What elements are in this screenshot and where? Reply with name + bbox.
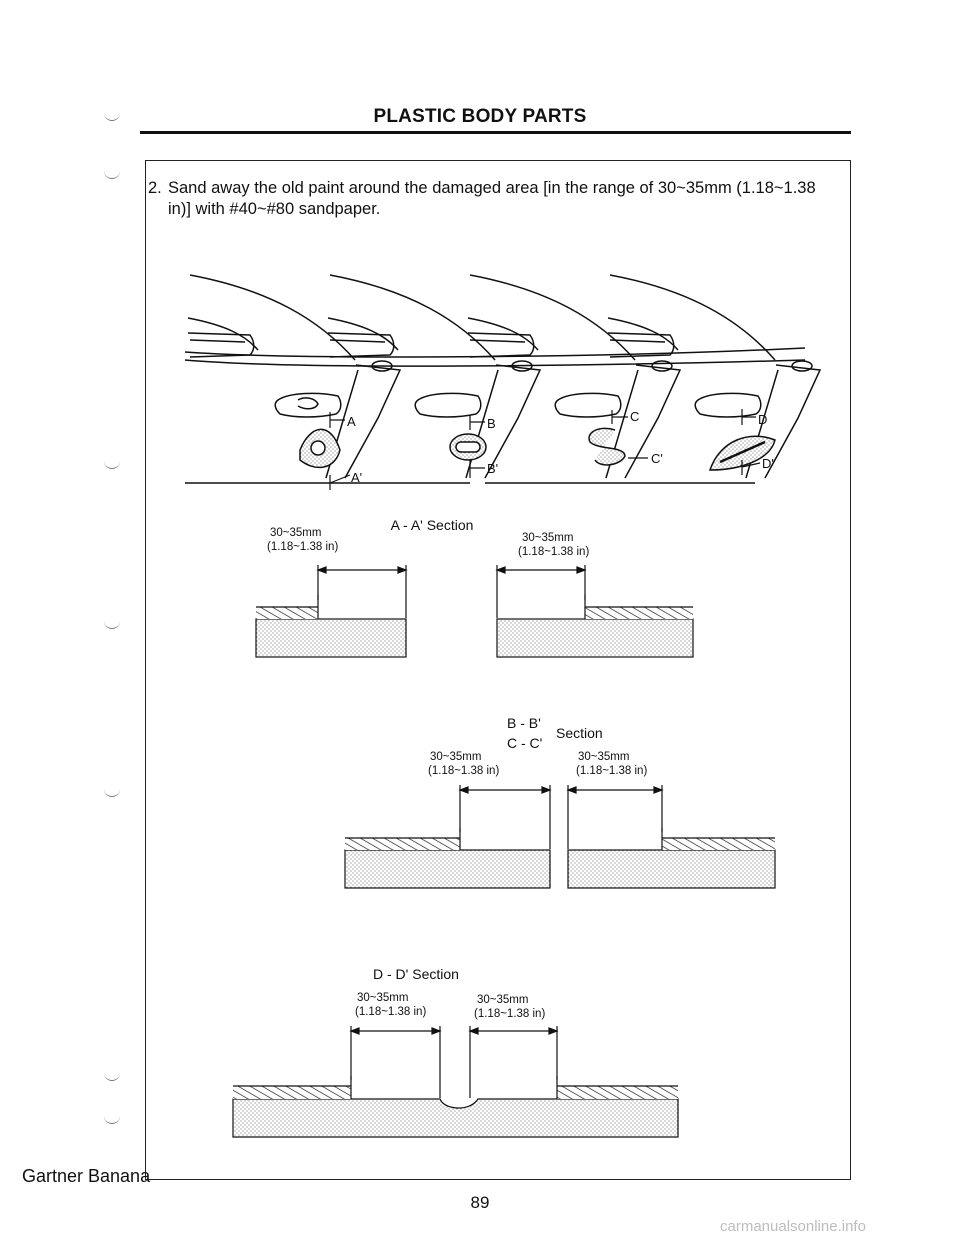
marker-b-prime: B' [487,461,498,476]
page-number: 89 [470,1193,490,1212]
marker-c-prime: C' [651,451,663,466]
instruction-step: 2. Sand away the old paint around the dam… [148,178,848,220]
section-aa-dim-right-in: (1.18~1.38 in) [518,546,589,558]
marker-d: D [758,412,767,427]
panel-d [607,274,822,479]
instruction-line-2: in)] with #40~#80 sandpaper. [168,200,381,218]
step-number: 2. [148,179,162,197]
footer-owner-label: Gartner Banana [22,1166,151,1186]
margin-tick [104,170,120,179]
watermark: carmanualsonline.info [720,1218,866,1235]
margin-tick [104,788,120,797]
section-aa-title: A - A' Section [391,517,474,533]
section-aa: A - A' Section 30~35mm (1.18~1.38 in) 30… [255,517,694,658]
marker-a: A [347,414,356,429]
section-dd-title: D - D' Section [373,966,459,982]
panel-b [327,274,542,479]
margin-tick [104,1072,120,1081]
marker-d-prime: D' [762,456,774,471]
section-bbcc-dim-right-mm: 30~35mm [578,751,629,763]
section-dd: D - D' Section 30~35mm (1.18~1.38 in) 30… [232,966,679,1138]
section-marker-labels: A A' B B' C C' D D' [347,409,774,485]
panel-a [187,274,402,479]
instruction-line-1: Sand away the old paint around the damag… [168,179,816,197]
section-dd-dim-left-in: (1.18~1.38 in) [355,1006,426,1018]
section-aa-dim-left-mm: 30~35mm [270,527,321,539]
section-bbcc-dim-right-in: (1.18~1.38 in) [576,765,647,777]
section-markers [329,409,761,490]
section-aa-dim-right-mm: 30~35mm [522,532,573,544]
section-bbcc-dim-left-mm: 30~35mm [430,751,481,763]
section-dd-dim-right-in: (1.18~1.38 in) [474,1008,545,1020]
margin-tick [104,460,120,469]
header-rule [140,131,851,134]
content-frame [145,160,851,1180]
section-bbcc-title-line1: B - B' [507,715,541,731]
margin-tick [104,620,120,629]
section-bbcc-dim-left-in: (1.18~1.38 in) [428,765,499,777]
margin-tick [104,112,120,121]
section-dd-dim-left-mm: 30~35mm [357,992,408,1004]
body-top-line [184,359,806,367]
panel-c [467,274,682,479]
margin-tick [104,1115,120,1124]
section-bbcc-title-suffix: Section [556,725,603,741]
section-bbcc-title-line2: C - C' [507,735,542,751]
section-aa-dim-left-in: (1.18~1.38 in) [267,541,338,553]
body-panel-illustration [184,274,822,490]
section-dd-dim-right-mm: 30~35mm [477,994,528,1006]
page-title: PLASTIC BODY PARTS [373,106,587,127]
marker-c: C [630,409,639,424]
marker-a-prime: A' [351,470,362,485]
section-bbcc: B - B' C - C' Section 30~35mm (1.18~1.38… [344,715,776,889]
marker-b: B [487,416,496,431]
